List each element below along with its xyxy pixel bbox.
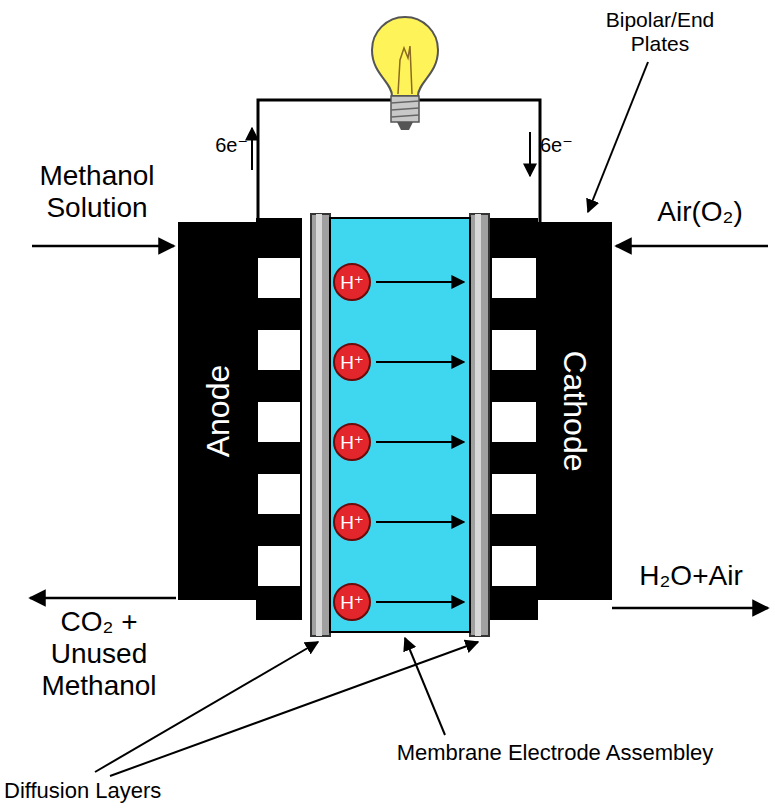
inlet-label: Methanol Solution	[22, 160, 172, 224]
flow-arrow	[612, 607, 768, 610]
outlet-label: CO₂ + Unused Methanol	[14, 606, 184, 703]
ion-symbol: H⁺	[340, 513, 364, 532]
flow-arrow	[32, 245, 174, 248]
leader-line	[405, 638, 445, 735]
electron-count: 6e⁻	[540, 134, 600, 157]
outlet-label: H₂O+Air	[612, 560, 770, 592]
ion-symbol: H⁺	[340, 353, 364, 372]
diffusion-layer	[311, 214, 330, 636]
diffusion-layer	[475, 214, 481, 636]
proton-ion: H⁺	[333, 503, 371, 541]
flow-arrow	[616, 245, 768, 248]
inlet-label: Air(O₂)	[630, 196, 770, 228]
proton-ion: H⁺	[333, 263, 371, 301]
electrode-plate: Cathode	[536, 222, 612, 600]
diffusion-layer	[316, 214, 322, 636]
flow-arrow	[30, 597, 176, 600]
proton-arrows	[376, 282, 464, 602]
ion-symbol: H⁺	[340, 273, 364, 292]
ion-symbol: H⁺	[340, 593, 364, 612]
electrode-name: Cathode	[556, 351, 593, 472]
leader-line	[588, 62, 648, 212]
part-label: Membrane Electrode Assembley	[340, 740, 770, 765]
proton-ion: H⁺	[333, 583, 371, 621]
electron-arrow	[529, 132, 531, 176]
electron-arrow	[251, 128, 253, 170]
electron-count: 6e⁻	[196, 134, 248, 157]
proton-ion: H⁺	[333, 423, 371, 461]
ion-symbol: H⁺	[340, 433, 364, 452]
proton-ion: H⁺	[333, 343, 371, 381]
part-label: Diffusion Layers	[4, 778, 194, 803]
light-bulb	[372, 17, 438, 130]
part-label: Bipolar/End Plates	[590, 8, 730, 56]
membrane	[330, 218, 470, 632]
electrode-plate: Anode	[178, 222, 258, 600]
diffusion-layer	[470, 214, 489, 636]
electrode-name: Anode	[200, 365, 237, 458]
